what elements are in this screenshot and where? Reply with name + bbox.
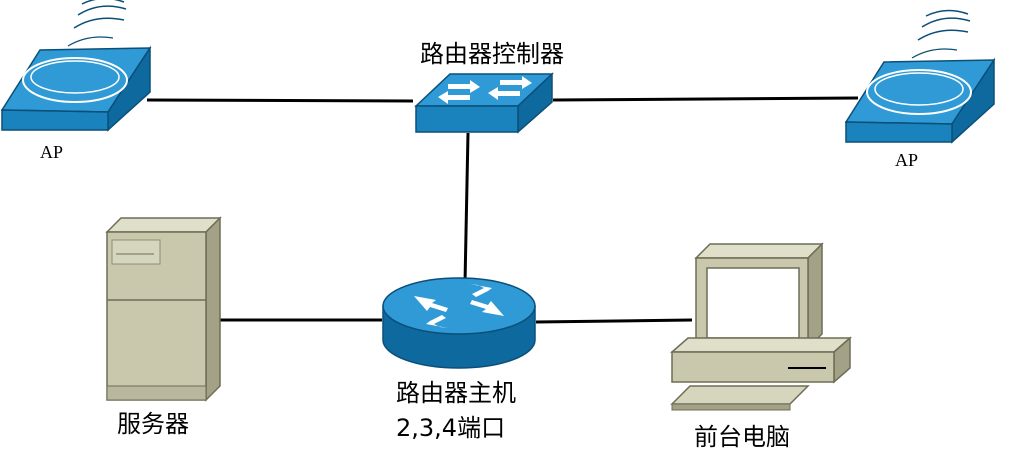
router-label-line1: 路由器主机 — [396, 379, 516, 407]
ap-right-icon — [844, 9, 996, 144]
ap-left-label: AP — [40, 142, 64, 162]
server-tower-icon — [105, 216, 222, 402]
router-icon — [382, 277, 536, 369]
link-controller-router — [463, 132, 470, 284]
link-router-pc — [535, 318, 693, 324]
link-ap-left-controller — [146, 98, 414, 103]
link-controller-ap-right — [552, 96, 859, 102]
desktop-computer-icon — [670, 242, 852, 411]
controller-label: 路由器控制器 — [420, 40, 564, 68]
controller-switch-icon — [414, 72, 554, 134]
ap-right-label: AP — [895, 150, 919, 170]
server-label: 服务器 — [117, 410, 189, 438]
pc-label: 前台电脑 — [694, 423, 790, 451]
ap-left-icon — [0, 0, 152, 132]
router-label-line2: 2,3,4端口 — [396, 414, 506, 442]
links — [146, 96, 859, 324]
